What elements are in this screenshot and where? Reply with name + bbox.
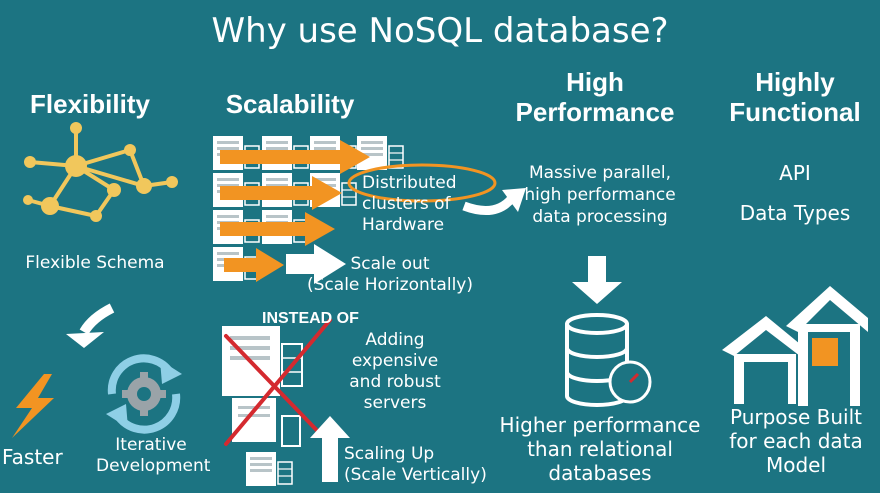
- big-servers-icon: [222, 326, 303, 487]
- scale-arrows: [220, 140, 370, 282]
- adding-line3: and robust: [349, 372, 441, 392]
- performance-heading-line2: Performance: [515, 97, 675, 127]
- scaling-up-line1: Scaling Up: [344, 444, 435, 464]
- adding-line4: servers: [363, 393, 427, 413]
- distributed-line3: Hardware: [362, 215, 445, 235]
- scale-up-arrow-icon: [310, 416, 350, 482]
- scale-out-line2: (Scale Horizontally): [307, 275, 473, 295]
- scale-out-arrow-icon: [286, 244, 346, 284]
- scale-out-line1: Scale out: [350, 254, 430, 274]
- iterative-label-line1: Iterative: [115, 435, 187, 455]
- arrow-to-performance-icon: [462, 188, 526, 215]
- performance-result-line2: than relational: [527, 437, 673, 461]
- purpose-line2: for each data: [729, 429, 863, 453]
- flexibility-heading: Flexibility: [30, 89, 150, 119]
- adding-line2: expensive: [351, 351, 439, 371]
- distributed-line2: clusters of: [362, 194, 451, 214]
- purpose-line1: Purpose Built: [730, 405, 862, 429]
- distributed-line1: Distributed: [362, 173, 457, 193]
- adding-line1: Adding: [365, 330, 425, 350]
- curved-arrow-icon: [66, 303, 115, 348]
- distributed-highlight: [347, 163, 497, 203]
- page-title: Why use NoSQL database?: [211, 11, 669, 51]
- lightning-icon: [12, 374, 54, 438]
- functional-heading-line1: Highly: [755, 67, 835, 97]
- faster-label: Faster: [2, 445, 63, 469]
- performance-result-line1: Higher performance: [499, 413, 701, 437]
- flexible-schema-label: Flexible Schema: [25, 253, 165, 273]
- functional-heading-line2: Functional: [729, 97, 861, 127]
- data-types-label: Data Types: [739, 201, 851, 225]
- performance-desc-line2: high performance: [524, 185, 676, 205]
- api-label: API: [779, 161, 811, 185]
- purpose-line3: Model: [765, 453, 827, 477]
- performance-desc-line1: Massive parallel,: [528, 163, 672, 183]
- network-nodes: [23, 122, 178, 222]
- houses-icon: [722, 286, 868, 406]
- speedometer-icon: [608, 360, 652, 404]
- iterative-cycle-icon: [106, 354, 182, 434]
- performance-result-line3: databases: [548, 461, 652, 485]
- scalability-heading: Scalability: [225, 89, 355, 119]
- cross-out-icon: [224, 318, 332, 446]
- performance-desc-line3: data processing: [532, 207, 668, 227]
- performance-heading-line1: High: [566, 67, 624, 97]
- down-arrow-icon: [572, 256, 622, 304]
- instead-of-label: INSTEAD OF: [262, 310, 359, 327]
- scaling-up-line2: (Scale Vertically): [344, 465, 487, 485]
- iterative-label-line2: Development: [96, 456, 211, 476]
